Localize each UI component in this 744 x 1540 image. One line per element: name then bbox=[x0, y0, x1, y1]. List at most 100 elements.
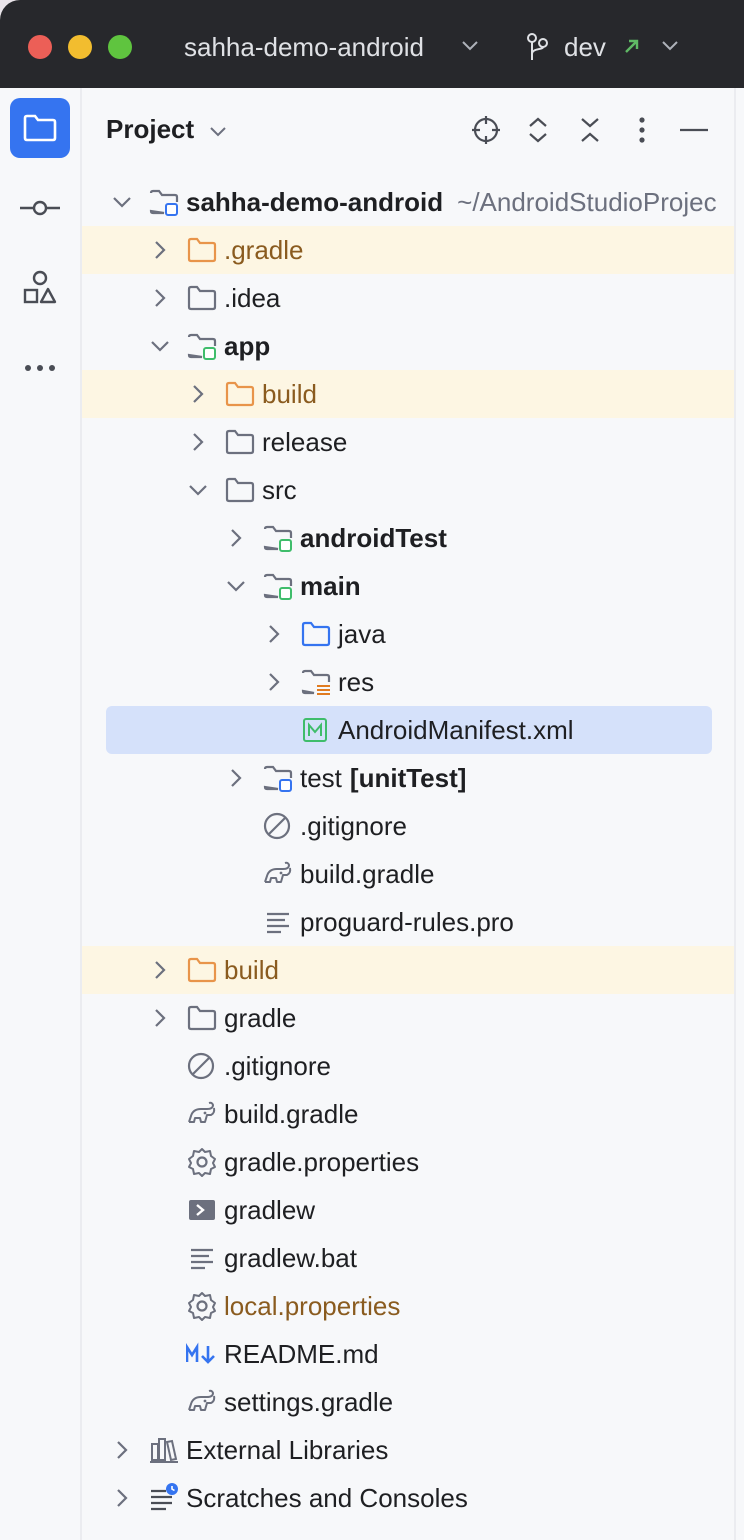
resource-manager-button[interactable] bbox=[10, 258, 70, 318]
tree-item-label: .gradle bbox=[224, 235, 304, 266]
tree-item-external-libraries[interactable]: External Libraries bbox=[82, 1426, 744, 1474]
tree-item-label: local.properties bbox=[224, 1291, 400, 1322]
chevron-right-icon[interactable] bbox=[148, 286, 172, 310]
gradle-icon bbox=[262, 858, 294, 890]
chevron-right-icon[interactable] bbox=[110, 1486, 134, 1510]
chevron-right-icon[interactable] bbox=[148, 1006, 172, 1030]
tree-item-label: build.gradle bbox=[224, 1099, 358, 1130]
chevron-down-icon[interactable] bbox=[148, 334, 172, 358]
tree-item-build-gradle[interactable]: build.gradle bbox=[82, 1090, 744, 1138]
panel-title[interactable]: Project bbox=[106, 114, 194, 145]
tree-item-label: AndroidManifest.xml bbox=[338, 715, 574, 746]
folder-icon bbox=[186, 1002, 218, 1034]
tree-root[interactable]: sahha-demo-android~/AndroidStudioProjec bbox=[82, 178, 744, 226]
tree-item-label: gradle bbox=[224, 1003, 296, 1034]
gradle-icon bbox=[186, 1386, 218, 1418]
tree-item-gradlew-bat[interactable]: gradlew.bat bbox=[82, 1234, 744, 1282]
root-name: sahha-demo-android bbox=[186, 187, 443, 217]
tree-item-label: .idea bbox=[224, 283, 280, 314]
chevron-down-icon[interactable] bbox=[660, 38, 680, 54]
folder-icon bbox=[186, 282, 218, 314]
chevron-down-icon[interactable] bbox=[110, 190, 134, 214]
shapes-icon bbox=[22, 270, 58, 306]
locate-icon bbox=[470, 114, 502, 146]
tree-item-settings-gradle[interactable]: settings.gradle bbox=[82, 1378, 744, 1426]
tree-item-java[interactable]: java bbox=[82, 610, 744, 658]
chevron-right-icon[interactable] bbox=[186, 430, 210, 454]
chevron-down-icon[interactable] bbox=[460, 38, 480, 54]
tree-item-release[interactable]: release bbox=[82, 418, 744, 466]
project-switcher[interactable]: sahha-demo-android bbox=[184, 32, 424, 63]
zoom-window-button[interactable] bbox=[108, 35, 132, 59]
more-tools-button[interactable] bbox=[10, 338, 70, 398]
chevron-down-icon[interactable] bbox=[208, 124, 228, 140]
tree-item-label: app bbox=[224, 331, 270, 362]
tree-item-main[interactable]: main bbox=[82, 562, 744, 610]
text-file-icon bbox=[186, 1242, 218, 1274]
branch-switcher[interactable]: dev bbox=[564, 32, 606, 63]
tree-item-idea[interactable]: .idea bbox=[82, 274, 744, 322]
title-bar: sahha-demo-android dev bbox=[0, 0, 744, 88]
module-folder-icon bbox=[186, 330, 218, 362]
folder-icon bbox=[224, 378, 256, 410]
tree-item-label: sahha-demo-android~/AndroidStudioProjec bbox=[186, 187, 717, 218]
minimize-window-button[interactable] bbox=[68, 35, 92, 59]
chevron-right-icon[interactable] bbox=[262, 670, 286, 694]
chevron-down-icon[interactable] bbox=[186, 478, 210, 502]
tree-item-local-properties[interactable]: local.properties bbox=[82, 1282, 744, 1330]
tree-item-android-test[interactable]: androidTest bbox=[82, 514, 744, 562]
tree-item-app-build[interactable]: build bbox=[82, 370, 744, 418]
chevron-right-icon[interactable] bbox=[224, 766, 248, 790]
chevron-right-icon[interactable] bbox=[148, 958, 172, 982]
expand-all-button[interactable] bbox=[518, 110, 558, 150]
tree-item-build[interactable]: build bbox=[82, 946, 744, 994]
hide-panel-button[interactable] bbox=[674, 110, 714, 150]
tree-item-gradle-properties[interactable]: gradle.properties bbox=[82, 1138, 744, 1186]
branch-icon bbox=[524, 32, 550, 62]
chevron-right-icon[interactable] bbox=[224, 526, 248, 550]
tree-item-proguard-rules[interactable]: proguard-rules.pro bbox=[82, 898, 744, 946]
tree-item-app-gitignore[interactable]: .gitignore bbox=[82, 802, 744, 850]
folder-icon bbox=[186, 234, 218, 266]
select-opened-file-button[interactable] bbox=[466, 110, 506, 150]
tree-item-app-build-gradle[interactable]: build.gradle bbox=[82, 850, 744, 898]
tree-item-gitignore[interactable]: .gitignore bbox=[82, 1042, 744, 1090]
manifest-icon bbox=[300, 714, 332, 746]
editor-edge bbox=[734, 88, 744, 1540]
tree-item-label: main bbox=[300, 571, 361, 602]
tree-item-readme[interactable]: README.md bbox=[82, 1330, 744, 1378]
folder-icon bbox=[186, 954, 218, 986]
tree-item-label: README.md bbox=[224, 1339, 379, 1370]
tree-item-gradlew[interactable]: gradlew bbox=[82, 1186, 744, 1234]
library-icon bbox=[148, 1434, 180, 1466]
tree-item-label: proguard-rules.pro bbox=[300, 907, 514, 938]
chevron-right-icon[interactable] bbox=[110, 1438, 134, 1462]
shell-script-icon bbox=[186, 1194, 218, 1226]
tree-item-app[interactable]: app bbox=[82, 322, 744, 370]
tree-item-label: gradlew bbox=[224, 1195, 315, 1226]
tree-item-test[interactable]: test[unitTest] bbox=[82, 754, 744, 802]
tree-item-src[interactable]: src bbox=[82, 466, 744, 514]
chevron-right-icon[interactable] bbox=[148, 238, 172, 262]
project-tool-button[interactable] bbox=[10, 98, 70, 158]
tree-item-label: res bbox=[338, 667, 374, 698]
tree-item-scratches[interactable]: Scratches and Consoles bbox=[82, 1474, 744, 1522]
chevron-right-icon[interactable] bbox=[186, 382, 210, 406]
close-window-button[interactable] bbox=[28, 35, 52, 59]
tree-item-res[interactable]: res bbox=[82, 658, 744, 706]
tree-item-label: gradle.properties bbox=[224, 1147, 419, 1178]
tree-item-gradle-dir[interactable]: .gradle bbox=[82, 226, 744, 274]
chevron-down-icon[interactable] bbox=[224, 574, 248, 598]
scratches-icon bbox=[148, 1482, 180, 1514]
collapse-all-button[interactable] bbox=[570, 110, 610, 150]
tree-item-android-manifest[interactable]: AndroidManifest.xml bbox=[106, 706, 712, 754]
options-button[interactable] bbox=[622, 110, 662, 150]
tree-item-label: External Libraries bbox=[186, 1435, 388, 1466]
module-folder-icon bbox=[262, 570, 294, 602]
folder-icon bbox=[224, 426, 256, 458]
chevron-right-icon[interactable] bbox=[262, 622, 286, 646]
commit-tool-button[interactable] bbox=[10, 178, 70, 238]
properties-gear-icon bbox=[186, 1146, 218, 1178]
tree-item-gradle[interactable]: gradle bbox=[82, 994, 744, 1042]
